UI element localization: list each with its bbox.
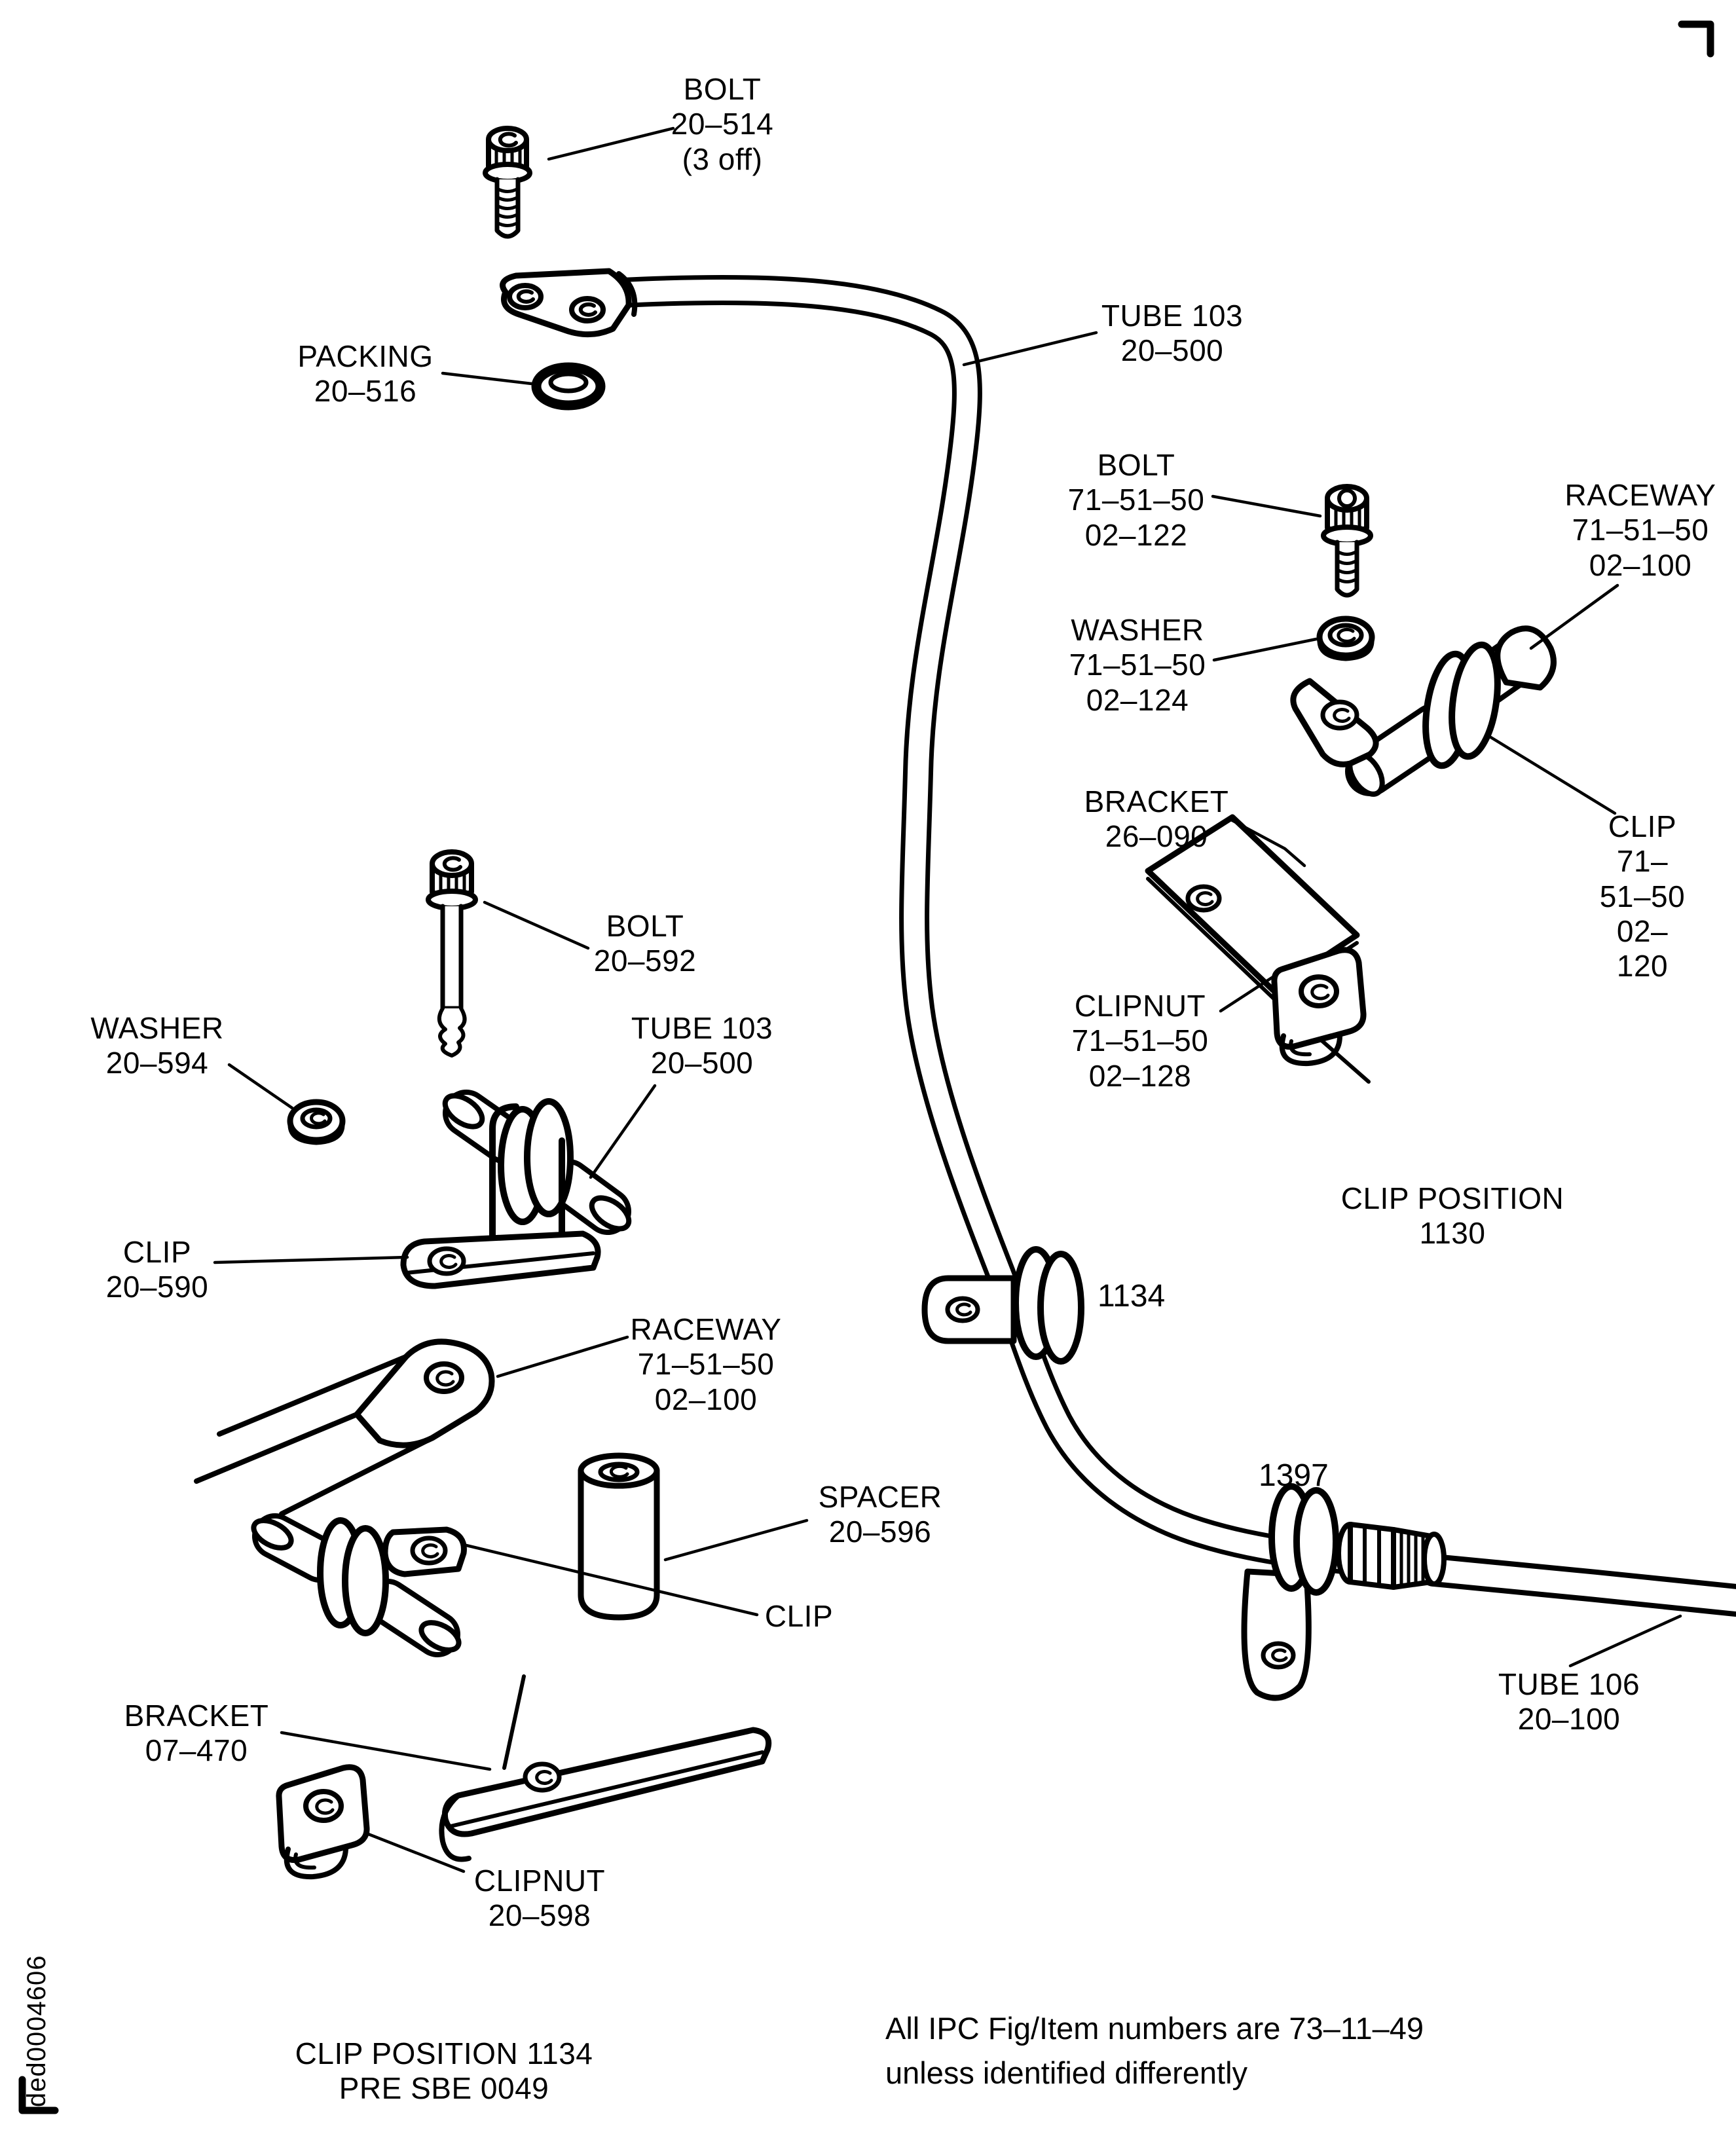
spacer-20-596-drawing (578, 1452, 660, 1621)
tube-coupling-drawing (1336, 1522, 1447, 1590)
clip-assembly-1130-drawing (1290, 625, 1557, 797)
label-packing-20-516: PACKING 20–516 (297, 339, 434, 409)
tube-106-drawing (1418, 1554, 1736, 1617)
corner-marks (18, 20, 1714, 2114)
label-clip-02-120: CLIP 71–51–50 02–120 (1599, 809, 1686, 984)
washer-02-124-drawing (1316, 616, 1375, 661)
label-bolt-20-514: BOLT 20–514 (3 off) (671, 72, 774, 176)
label-clipnut-20-598: CLIPNUT 20–598 (473, 1864, 606, 1933)
caption-clip-position-1130: CLIP POSITION 1130 (1340, 1181, 1564, 1251)
clip-20-590-assembly-drawing (400, 1090, 632, 1289)
clipnut-02-128-drawing (1271, 947, 1367, 1067)
label-position-1397: 1397 (1259, 1458, 1329, 1493)
label-tube-103-top: TUBE 103 20–500 (1101, 299, 1244, 368)
tube-103-drawing (500, 268, 1364, 1575)
packing-20-516-drawing (531, 362, 606, 411)
label-clipnut-02-128: CLIPNUT 71–51–50 02–128 (1071, 989, 1209, 1093)
label-bracket-26-090: BRACKET 26–090 (1084, 784, 1229, 854)
clip-1397-drawing (1241, 1483, 1339, 1701)
label-washer-20-594: WASHER 20–594 (90, 1011, 224, 1080)
caption-clip-position-1134: CLIP POSITION 1134 PRE SBE 0049 (295, 2036, 593, 2106)
label-spacer-20-596: SPACER 20–596 (818, 1480, 942, 1549)
leader-lines (213, 126, 1682, 1873)
washer-20-594-drawing (287, 1099, 346, 1145)
doc-code: ded0004606 (22, 1955, 51, 2107)
bolt-20-514-drawing (483, 126, 532, 239)
clipnut-20-598-drawing (276, 1764, 370, 1880)
label-tube-103-mid: TUBE 103 20–500 (631, 1011, 773, 1080)
label-raceway-left: RACEWAY 71–51–50 02–100 (630, 1312, 782, 1416)
label-raceway-right: RACEWAY 71–51–50 02–100 (1564, 478, 1716, 582)
label-clip-20-590: CLIP 20–590 (105, 1235, 209, 1304)
label-bracket-07-470: BRACKET 07–470 (124, 1699, 269, 1768)
bracket-07-470-drawing (439, 1674, 772, 1862)
bolt-02-122-drawing (1321, 484, 1373, 598)
raceway-left-drawing (194, 1338, 495, 1517)
footnote: All IPC Fig/Item numbers are 73–11–49 un… (885, 2011, 1424, 2091)
label-bolt-02-122: BOLT 71–51–50 02–122 (1067, 448, 1205, 552)
label-clip-left: CLIP (764, 1599, 834, 1633)
label-washer-02-124: WASHER 71–51–50 02–124 (1069, 613, 1206, 717)
clip-1134-drawing (921, 1246, 1084, 1365)
clip-left-assembly-drawing (251, 1513, 467, 1657)
label-position-1134: 1134 (1098, 1279, 1166, 1314)
label-tube-106: TUBE 106 20–100 (1498, 1667, 1640, 1737)
label-bolt-20-592: BOLT 20–592 (593, 909, 697, 978)
bolt-20-592-drawing (426, 849, 478, 1058)
